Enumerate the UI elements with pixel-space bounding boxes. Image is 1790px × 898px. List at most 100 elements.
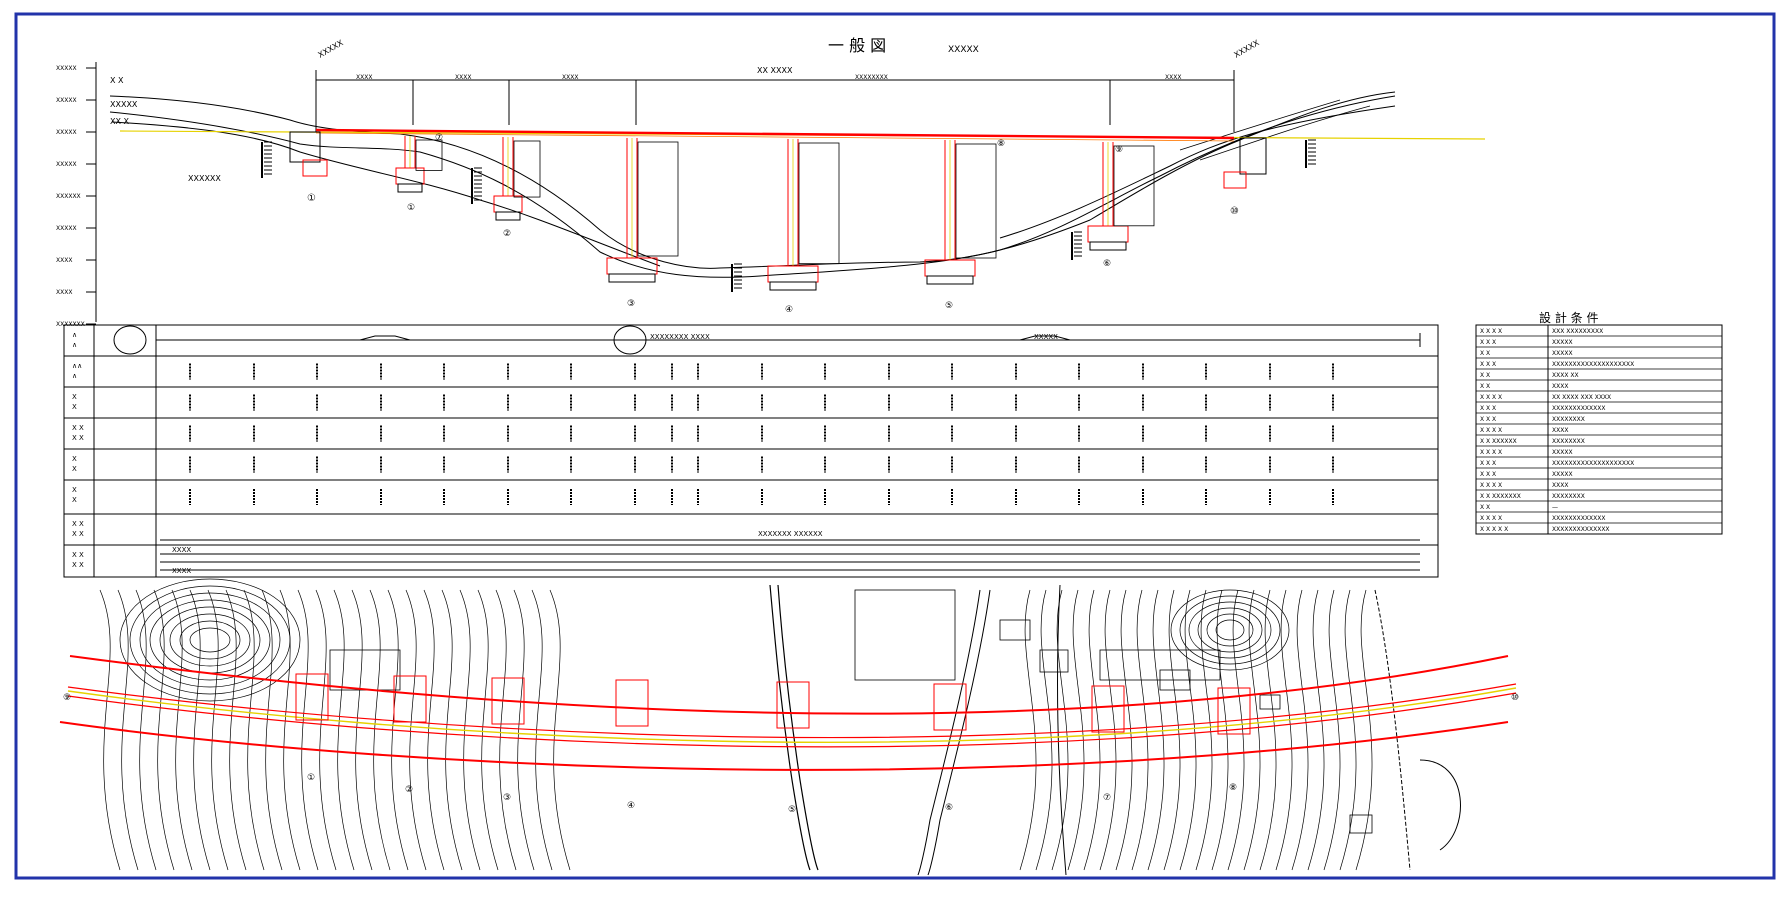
- deck-profile: [315, 128, 1235, 140]
- level-label: XXXXXX: [56, 193, 81, 200]
- support-label: ④: [785, 305, 793, 315]
- design-condition-value: XXXXXXXXXXXXX: [1552, 405, 1605, 412]
- design-condition-label: X X X X: [1480, 394, 1502, 401]
- route-centerline: [67, 687, 1517, 743]
- design-condition-label: X X X X: [1480, 427, 1502, 434]
- plan-support-label: ⑦: [1103, 793, 1111, 803]
- route-deck-upper: [67, 683, 1517, 739]
- elevation-left-note-1: X X: [110, 76, 124, 85]
- profile-row-label: X: [72, 455, 77, 463]
- plan-support-label: ④: [627, 801, 635, 811]
- plan-support-label: ③: [503, 793, 511, 803]
- design-condition-label: X X X X: [1480, 328, 1502, 335]
- span-label: XXXX: [562, 74, 578, 81]
- level-label: XXXXX: [56, 65, 77, 72]
- design-condition-value: XXXXXXXXXXXXX: [1552, 515, 1605, 522]
- design-condition-value: XXXX: [1552, 482, 1568, 489]
- support-label: ⑦: [435, 133, 443, 143]
- bottom-note-2: XXXX: [172, 567, 191, 575]
- bottom-note-1: XXXX: [172, 546, 191, 554]
- level-label: XXXXX: [56, 129, 77, 136]
- design-condition-value: XXXXXXXX: [1552, 493, 1585, 500]
- piers: [395, 136, 1155, 291]
- profile-row-label: X: [72, 465, 77, 473]
- design-condition-label: X X: [1480, 383, 1490, 390]
- profile-table: ∧∧∧∧∧XXX XX XXXXXX XX XX XX X XXXXXXXX X…: [63, 324, 1439, 578]
- span-label: XXXX: [1165, 74, 1181, 81]
- plan-piers: [295, 673, 1251, 735]
- plan-support-label: ②: [405, 785, 413, 795]
- profile-row-label: X X: [72, 434, 84, 442]
- level-label: XXXXX: [56, 161, 77, 168]
- borehole-logs: [261, 139, 1316, 292]
- design-condition-value: XXXXXXXXXXXXXXXXXXXX: [1552, 361, 1634, 368]
- design-condition-label: X X XXXXXX: [1480, 438, 1517, 445]
- support-label: ⑨: [1115, 145, 1123, 155]
- plan-support-label: ⑤: [788, 805, 796, 815]
- support-label: ⑥: [1103, 259, 1111, 269]
- ground-line-1: [109, 91, 1396, 269]
- level-label: XXXXX: [56, 225, 77, 232]
- design-condition-value: XXXX: [1552, 383, 1568, 390]
- level-label: XXXX: [56, 257, 72, 264]
- profile-table-rows: [64, 324, 1438, 578]
- curve-label-a: XXXXXXXX XXXX: [650, 333, 710, 341]
- span-label: XXXX: [356, 74, 372, 81]
- design-condition-label: X X X X: [1480, 515, 1502, 522]
- route-edge-upper: [69, 655, 1509, 715]
- profile-row-label: ∧∧: [72, 362, 82, 370]
- design-condition-value: XXX XXXXXXXXX: [1552, 328, 1603, 335]
- span-label: XXXXXXXX: [855, 74, 888, 81]
- profile-row-label: X: [72, 496, 77, 504]
- design-condition-value: —: [1552, 504, 1558, 511]
- design-condition-label: X X X X: [1480, 482, 1502, 489]
- profile-row-label: X X: [72, 561, 84, 569]
- design-condition-label: X X X: [1480, 416, 1496, 423]
- profile-row-label: ∧: [72, 372, 77, 380]
- design-condition-label: X X XXXXXXX: [1480, 493, 1521, 500]
- support-label-left: ①: [307, 193, 316, 204]
- profile-table-ticks: [189, 363, 1334, 505]
- profile-row-label: X X: [72, 551, 84, 559]
- profile-row-label: X: [72, 486, 77, 494]
- chainage-note: XXXXXXX XXXXXX: [758, 530, 823, 538]
- profile-row-label: X X: [72, 530, 84, 538]
- support-label: ③: [627, 299, 635, 309]
- support-label: ⑤: [945, 301, 953, 311]
- plan-support-label: ①: [307, 773, 315, 783]
- profile-row-label: ∧: [72, 331, 77, 339]
- design-condition-value: XXXXX: [1552, 449, 1573, 456]
- design-condition-label: X X X: [1480, 405, 1496, 412]
- plan-support-label: ⑩: [1511, 693, 1519, 703]
- elevation-left-note-2: XXXXX: [110, 100, 138, 109]
- elevation-left-note-3: XX X: [110, 117, 130, 126]
- design-condition-value: XXXXXXXXXXXXXX: [1552, 526, 1610, 533]
- design-condition-label: X X: [1480, 504, 1490, 511]
- design-condition-value: XXXXXXXX: [1552, 416, 1585, 423]
- design-condition-value: XXXXX: [1552, 339, 1573, 346]
- design-condition-value: XXXXX: [1552, 471, 1573, 478]
- profile-row-label: ∧: [72, 341, 77, 349]
- profile-row-label: X: [72, 393, 77, 401]
- design-condition-label: X X X X: [1480, 449, 1502, 456]
- support-label-right: ⑩: [1230, 206, 1239, 217]
- plan-support-label: ⑧: [1229, 783, 1237, 793]
- design-condition-label: X X: [1480, 372, 1490, 379]
- abutment-left: [289, 131, 321, 163]
- design-condition-value: XXXXXXXX: [1552, 438, 1585, 445]
- design-condition-value: XXXXX: [1552, 350, 1573, 357]
- ground-note: XXXXXX: [188, 174, 221, 183]
- profile-row-label: X X: [72, 520, 84, 528]
- design-condition-label: X X X: [1480, 471, 1496, 478]
- span-marker: XX XXXX: [757, 66, 793, 75]
- design-condition-label: X X X: [1480, 339, 1496, 346]
- design-condition-label: X X X X X: [1480, 526, 1508, 533]
- abutment-right: [1239, 137, 1267, 175]
- profile-table-row-labels: ∧∧∧∧∧XXX XX XXXXXX XX XX XX X: [72, 331, 84, 569]
